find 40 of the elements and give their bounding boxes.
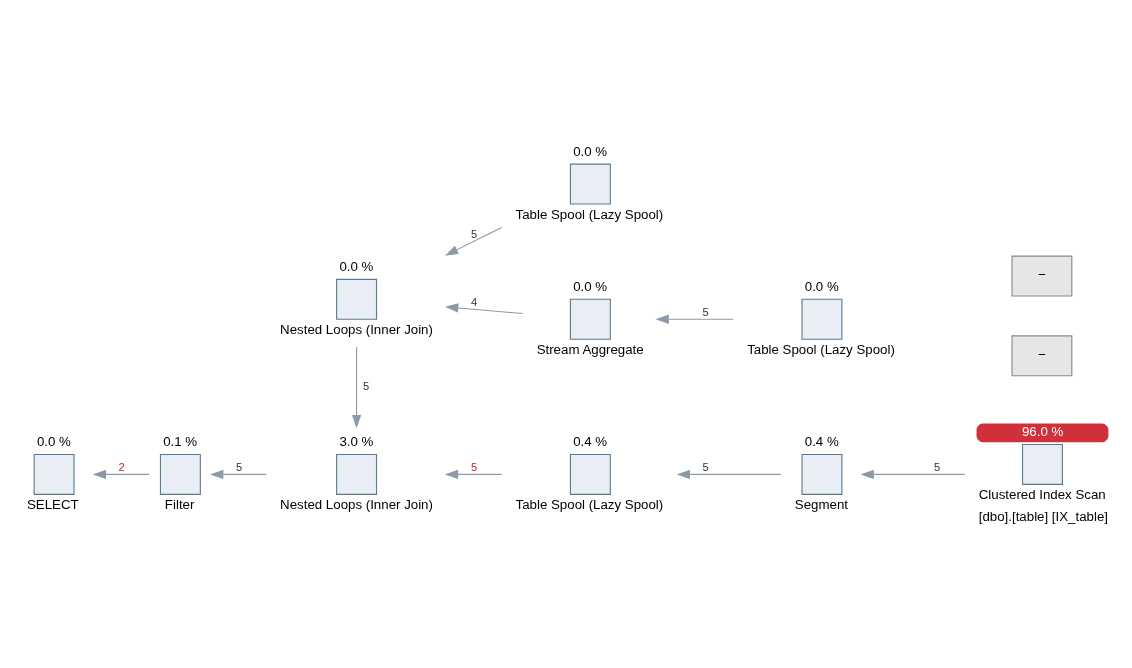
node-label: SELECT [26,496,79,512]
node-label: Table Spool (Lazy Spool) [515,206,664,222]
arrow [444,469,503,479]
arrow [860,469,966,479]
node-label: 0.0 % [573,278,608,294]
node-label: Stream Aggregate [536,341,644,357]
edge-label: 5 [236,460,243,473]
node-label: Nested Loops (Inner Join) [280,496,433,512]
node-label: 0.4 % [804,433,839,449]
arrow [92,469,150,479]
node-label: Segment [794,496,848,512]
node-label: 0.4 % [573,433,608,449]
label: − [1038,266,1046,282]
node-label: Table Spool (Lazy Spool) [515,496,664,512]
edge-label: 2 [118,460,125,473]
arrow [676,469,782,479]
node-label: Table Spool (Lazy Spool) [747,341,895,357]
edge-label: 5 [470,460,478,473]
arrow [445,226,503,256]
node-label: 0.0 % [339,258,374,274]
edge-label: 4 [470,295,478,308]
node-label: Clustered Index Scan [978,486,1106,502]
edge-label: 5 [934,460,941,473]
edge-label: 5 [362,379,370,392]
node-label: 0.0 % [804,278,839,294]
node-label: 0.1 % [163,433,198,449]
label: − [1038,346,1046,362]
edge-label: 5 [702,305,709,318]
arrow [655,314,734,324]
node-label: 3.0 % [339,433,374,449]
edge-label: 5 [470,227,478,240]
arrow [445,302,524,314]
node-label: 0.0 % [36,433,71,449]
arrow [210,469,267,479]
edge-label: 5 [702,460,709,473]
node-label: 0.0 % [573,143,608,159]
node-label: Nested Loops (Inner Join) [280,321,433,337]
node-label: [dbo].[table] [IX_table] [978,507,1108,523]
node-label: Filter [164,496,195,512]
arrow [351,346,362,428]
